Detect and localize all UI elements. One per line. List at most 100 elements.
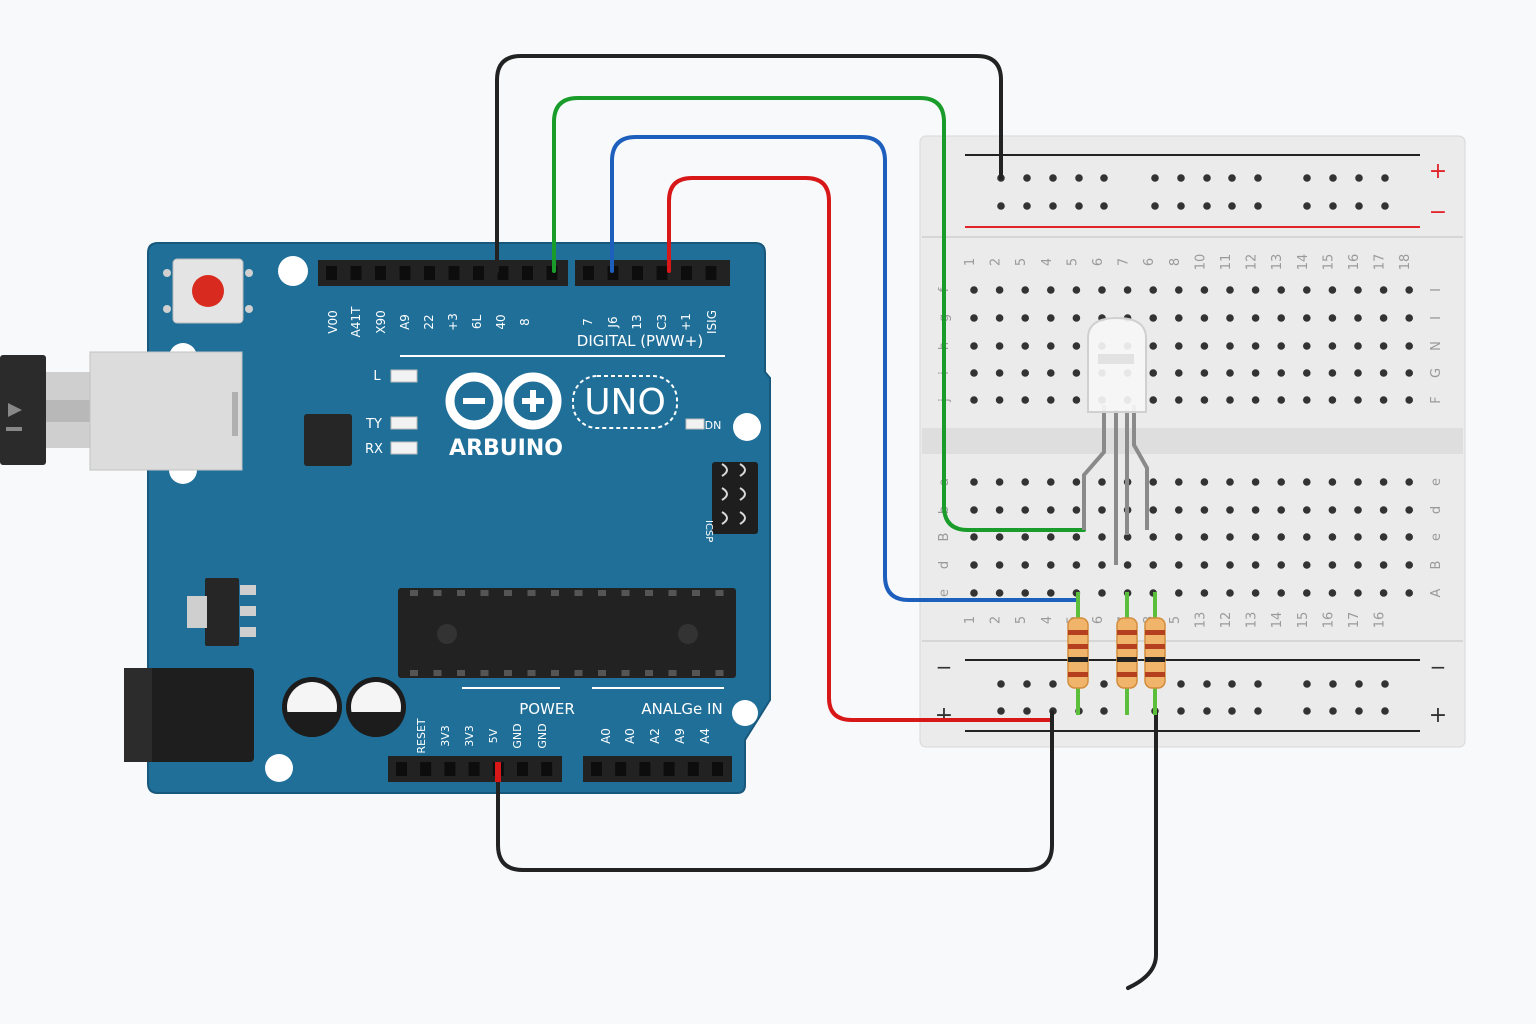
breadboard-hole[interactable]	[1098, 533, 1106, 541]
breadboard-hole[interactable]	[1251, 533, 1260, 541]
rail-hole[interactable]	[1075, 174, 1083, 182]
breadboard-hole[interactable]	[1021, 396, 1029, 404]
rail-hole[interactable]	[1049, 202, 1057, 210]
breadboard-hole[interactable]	[1405, 506, 1413, 514]
header-socket[interactable]	[424, 266, 435, 280]
breadboard-hole[interactable]	[1303, 506, 1311, 514]
breadboard-hole[interactable]	[1175, 314, 1183, 322]
breadboard-hole[interactable]	[995, 314, 1004, 322]
breadboard-hole[interactable]	[1379, 478, 1388, 486]
breadboard-hole[interactable]	[1277, 369, 1285, 377]
rail-hole[interactable]	[997, 202, 1005, 210]
breadboard-hole[interactable]	[1328, 396, 1337, 404]
breadboard-hole[interactable]	[970, 533, 978, 541]
breadboard-hole[interactable]	[1405, 369, 1413, 377]
breadboard-hole[interactable]	[1200, 589, 1209, 597]
header-socket[interactable]	[468, 762, 480, 776]
rail-hole[interactable]	[1303, 202, 1311, 210]
breadboard-hole[interactable]	[1072, 478, 1081, 486]
breadboard-hole[interactable]	[1328, 286, 1337, 294]
breadboard-hole[interactable]	[1405, 396, 1413, 404]
breadboard-hole[interactable]	[1072, 561, 1081, 569]
breadboard-hole[interactable]	[1379, 286, 1388, 294]
breadboard-hole[interactable]	[1303, 369, 1311, 377]
breadboard-hole[interactable]	[1354, 369, 1362, 377]
breadboard-hole[interactable]	[1047, 506, 1055, 514]
breadboard-hole[interactable]	[1328, 369, 1337, 377]
rail-hole[interactable]	[1023, 174, 1031, 182]
rail-hole[interactable]	[1203, 680, 1211, 688]
rail-hole[interactable]	[1177, 174, 1185, 182]
breadboard-hole[interactable]	[1277, 342, 1285, 350]
breadboard-hole[interactable]	[995, 506, 1004, 514]
header-socket[interactable]	[639, 762, 651, 776]
breadboard-hole[interactable]	[1328, 314, 1337, 322]
breadboard-hole[interactable]	[970, 342, 978, 350]
rail-hole[interactable]	[1254, 680, 1262, 688]
breadboard-hole[interactable]	[1251, 342, 1260, 350]
breadboard-hole[interactable]	[1354, 506, 1362, 514]
breadboard-hole[interactable]	[1379, 533, 1388, 541]
breadboard-hole[interactable]	[970, 589, 978, 597]
header-socket[interactable]	[517, 762, 528, 776]
breadboard-hole[interactable]	[1277, 589, 1285, 597]
breadboard-hole[interactable]	[1200, 478, 1209, 486]
breadboard-hole[interactable]	[1021, 478, 1029, 486]
breadboard-hole[interactable]	[1303, 396, 1311, 404]
rail-hole[interactable]	[1049, 680, 1057, 688]
breadboard-hole[interactable]	[1405, 561, 1413, 569]
breadboard-hole[interactable]	[1072, 342, 1081, 350]
breadboard-hole[interactable]	[1379, 342, 1388, 350]
breadboard-hole[interactable]	[1175, 369, 1183, 377]
header-socket[interactable]	[326, 266, 337, 280]
header-socket[interactable]	[607, 266, 619, 280]
breadboard-hole[interactable]	[1047, 396, 1055, 404]
breadboard-hole[interactable]	[1123, 533, 1132, 541]
breadboard-hole[interactable]	[1072, 506, 1081, 514]
breadboard-hole[interactable]	[1200, 369, 1209, 377]
header-socket[interactable]	[541, 762, 553, 776]
header-socket[interactable]	[712, 762, 723, 776]
breadboard-hole[interactable]	[1047, 561, 1055, 569]
breadboard-hole[interactable]	[995, 342, 1004, 350]
breadboard-hole[interactable]	[1200, 561, 1209, 569]
breadboard-hole[interactable]	[1200, 286, 1209, 294]
rail-hole[interactable]	[1100, 174, 1108, 182]
breadboard-hole[interactable]	[1072, 533, 1081, 541]
breadboard-hole[interactable]	[1175, 533, 1183, 541]
header-socket[interactable]	[615, 762, 627, 776]
rail-hole[interactable]	[1023, 680, 1031, 688]
rail-hole[interactable]	[1355, 174, 1363, 182]
rail-hole[interactable]	[1151, 202, 1159, 210]
breadboard-hole[interactable]	[1123, 561, 1132, 569]
reset-button-icon[interactable]	[163, 258, 253, 324]
header-socket[interactable]	[399, 266, 411, 280]
breadboard-hole[interactable]	[1226, 396, 1234, 404]
breadboard-hole[interactable]	[1251, 561, 1260, 569]
rail-hole[interactable]	[1203, 202, 1211, 210]
breadboard-hole[interactable]	[1047, 286, 1055, 294]
breadboard-hole[interactable]	[1328, 589, 1337, 597]
breadboard-hole[interactable]	[1226, 342, 1234, 350]
header-socket[interactable]	[444, 762, 456, 776]
breadboard-hole[interactable]	[1379, 561, 1388, 569]
breadboard-hole[interactable]	[1226, 533, 1234, 541]
rail-hole[interactable]	[1355, 680, 1363, 688]
breadboard-hole[interactable]	[1149, 478, 1157, 486]
breadboard-hole[interactable]	[1149, 369, 1157, 377]
breadboard-hole[interactable]	[995, 589, 1004, 597]
breadboard-hole[interactable]	[1379, 506, 1388, 514]
breadboard-hole[interactable]	[1175, 561, 1183, 569]
rail-hole[interactable]	[1381, 174, 1389, 182]
breadboard-hole[interactable]	[1149, 506, 1157, 514]
breadboard-hole[interactable]	[1303, 561, 1311, 569]
rail-hole[interactable]	[1177, 707, 1185, 715]
breadboard-hole[interactable]	[1149, 314, 1157, 322]
breadboard-hole[interactable]	[1328, 342, 1337, 350]
breadboard-hole[interactable]	[1277, 561, 1285, 569]
breadboard-hole[interactable]	[1072, 369, 1081, 377]
breadboard-hole[interactable]	[1226, 314, 1234, 322]
rail-hole[interactable]	[1254, 202, 1262, 210]
breadboard-hole[interactable]	[1226, 286, 1234, 294]
breadboard-hole[interactable]	[970, 478, 978, 486]
